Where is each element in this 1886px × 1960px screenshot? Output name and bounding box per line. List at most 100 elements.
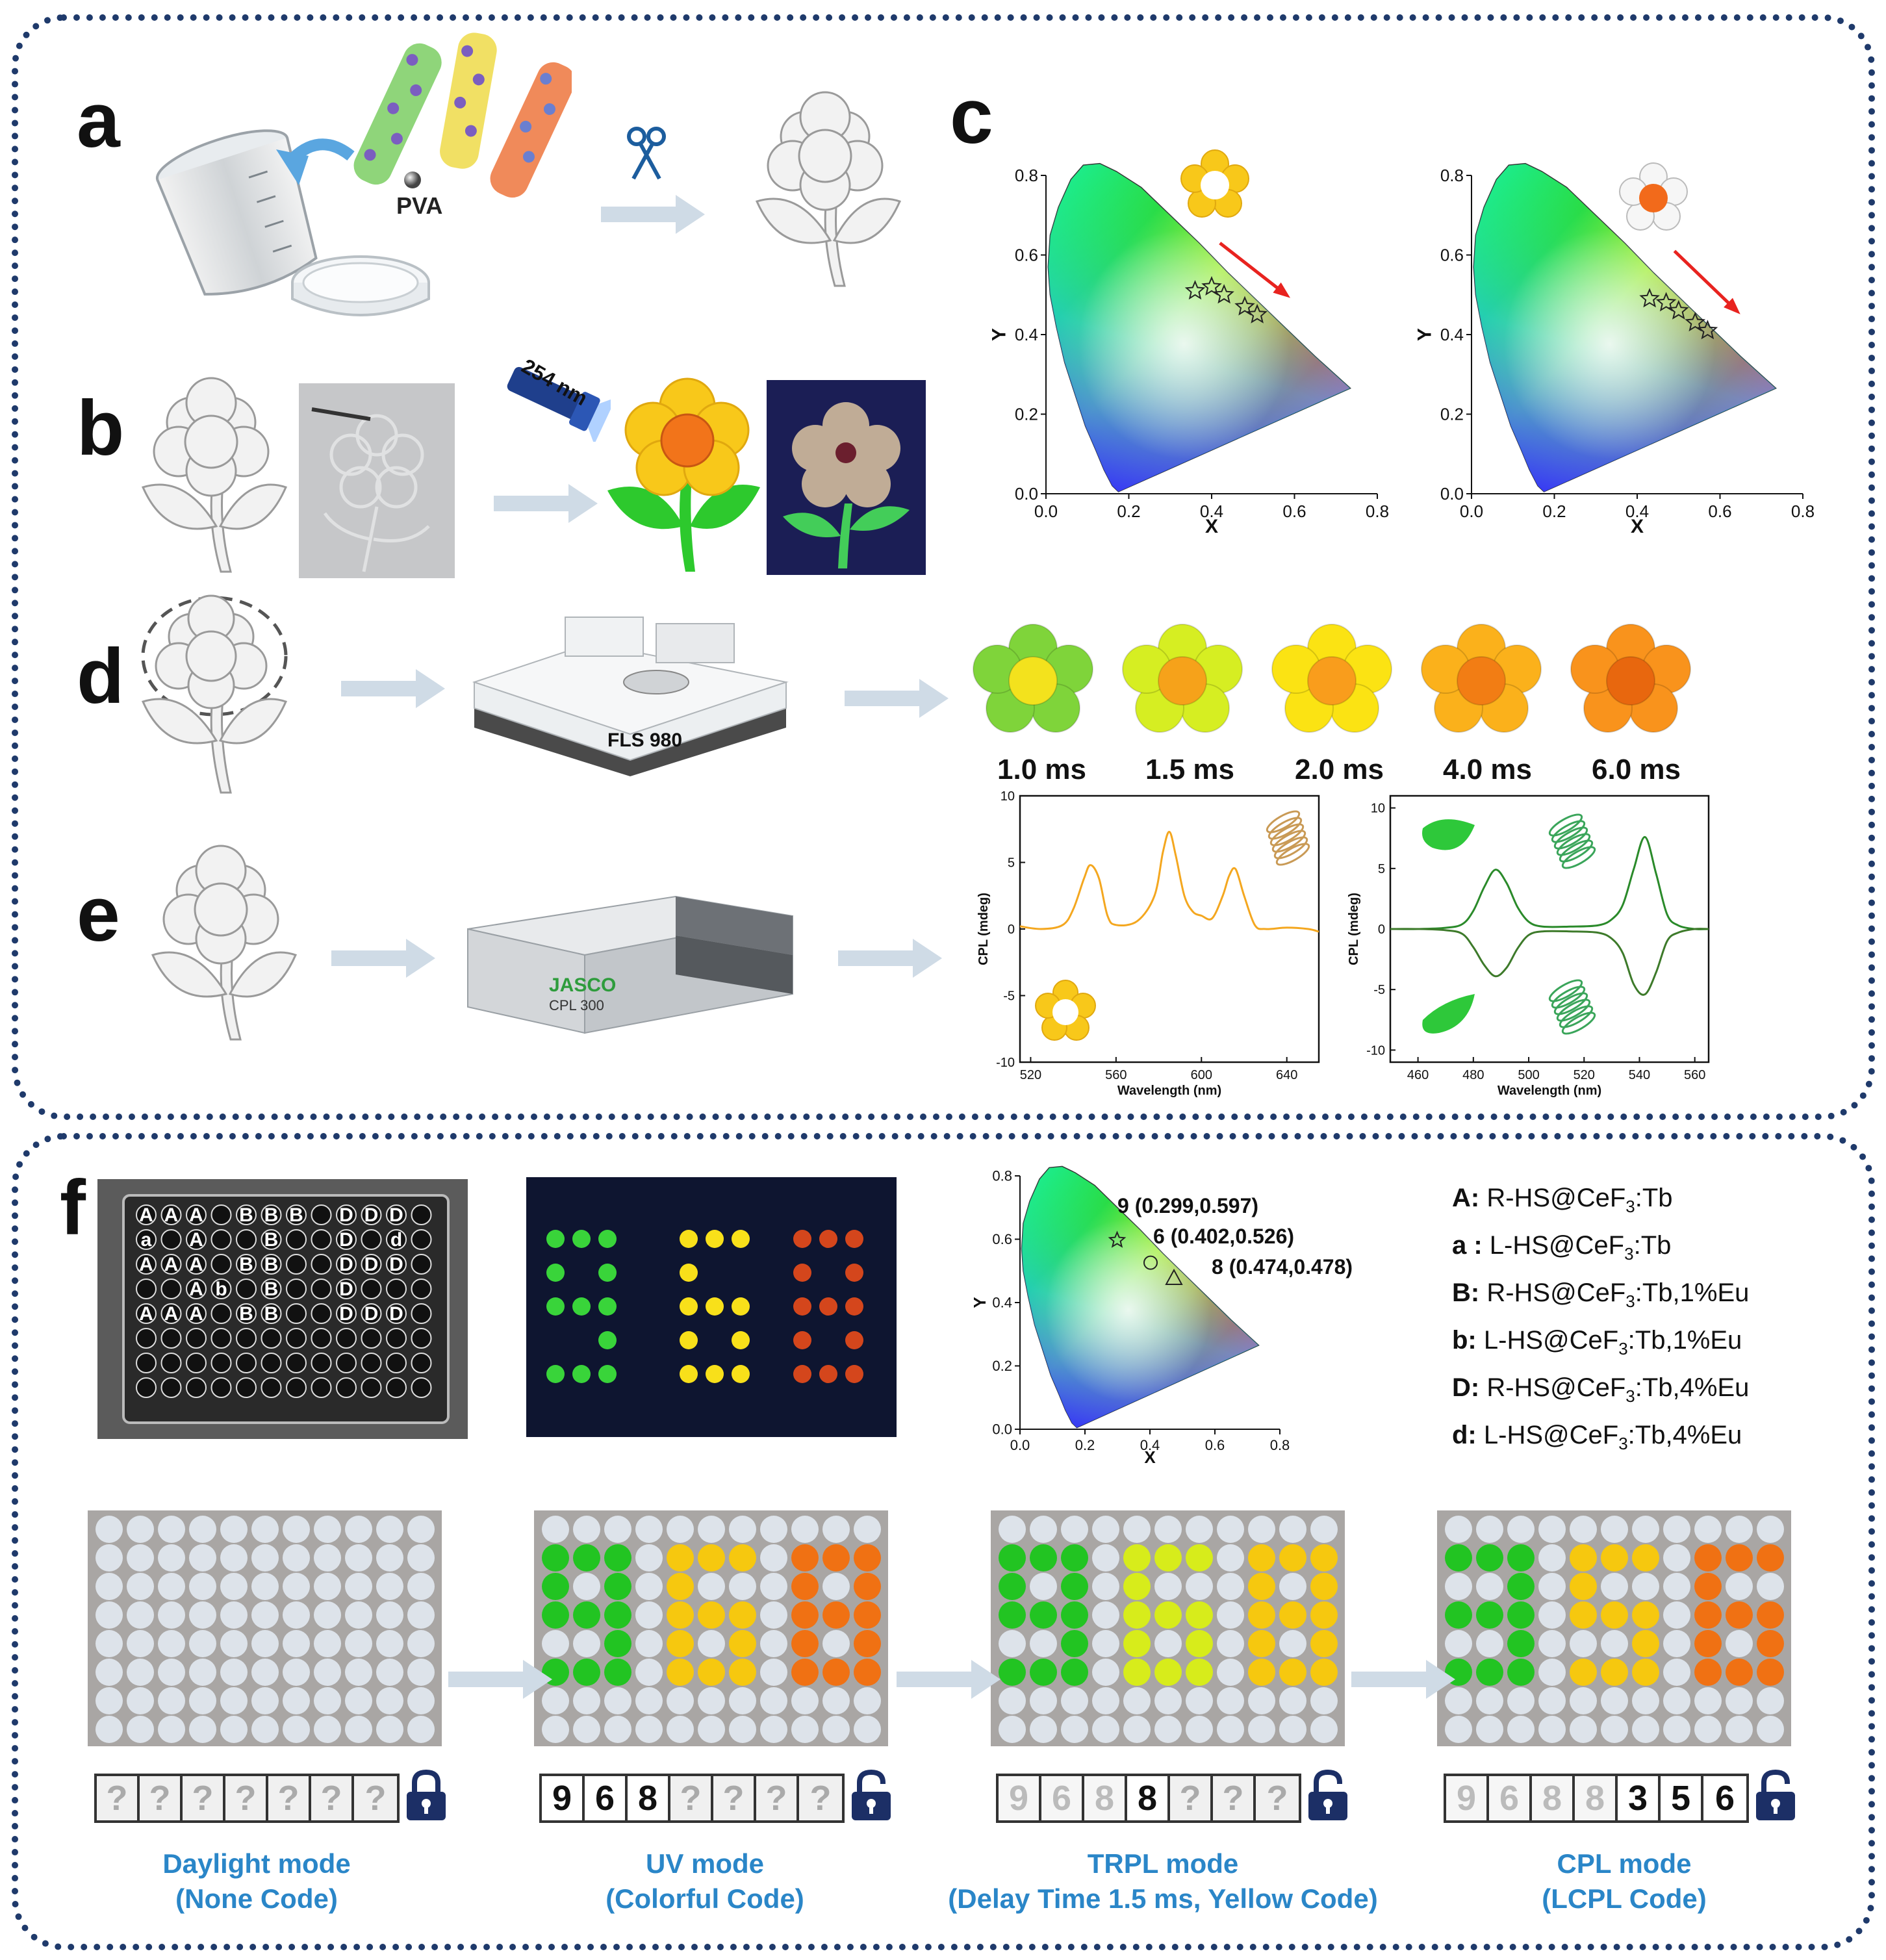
well — [1632, 1601, 1659, 1629]
legend-tail: :Tb,4%Eu — [1635, 1373, 1750, 1402]
well-label: D — [339, 1204, 353, 1226]
legend-subscript: 3 — [1618, 1339, 1628, 1358]
well — [822, 1630, 850, 1657]
y-tick-label: 0.2 — [1440, 405, 1464, 424]
glow-dot-yellow — [732, 1297, 750, 1316]
well-plate-1 — [88, 1510, 442, 1746]
code-digit: 6 — [585, 1776, 628, 1820]
y-tick-label: 0.8 — [992, 1168, 1012, 1184]
delay-label-1: 1.0 ms — [997, 754, 1086, 785]
well — [96, 1516, 123, 1543]
code-digit: 5 — [1661, 1776, 1703, 1820]
well — [822, 1544, 850, 1572]
well-label: B — [289, 1204, 303, 1226]
data-point-star — [1247, 303, 1268, 324]
glow-dot-orange — [845, 1297, 863, 1316]
code-digit: 9 — [1446, 1776, 1489, 1820]
y-tick-label: 0.6 — [992, 1231, 1012, 1247]
panel-label-f: f — [60, 1164, 86, 1251]
well — [667, 1573, 694, 1600]
well — [698, 1716, 725, 1743]
well — [1123, 1573, 1151, 1600]
x-tick-label: 520 — [1574, 1068, 1595, 1082]
well — [345, 1716, 372, 1743]
glow-dot-yellow — [680, 1331, 698, 1349]
jasco-instrument — [467, 895, 793, 1034]
well — [1030, 1716, 1057, 1743]
well — [1445, 1573, 1472, 1600]
well — [573, 1544, 600, 1572]
well — [573, 1716, 600, 1743]
delay-flower-2 — [1122, 624, 1243, 733]
cpl-series-line — [1390, 835, 1709, 930]
well — [1030, 1573, 1057, 1600]
delay-flower-4 — [1421, 624, 1542, 733]
glow-dot-green — [546, 1230, 565, 1248]
well — [1570, 1716, 1597, 1743]
code-digit: ? — [311, 1776, 354, 1820]
legend-tail: :Tb,4%Eu — [1627, 1421, 1742, 1449]
flower-inset-c2 — [1619, 162, 1688, 231]
code-digit: 8 — [1532, 1776, 1575, 1820]
well — [729, 1544, 756, 1572]
glow-dot-green — [572, 1297, 591, 1316]
beaker-illustration — [155, 129, 318, 296]
trend-arrow-head — [1273, 282, 1291, 298]
panel-label-b: b — [77, 385, 125, 472]
well — [1726, 1573, 1753, 1600]
well — [1217, 1716, 1244, 1743]
glow-dot-green — [598, 1297, 617, 1316]
x-tick-label: 520 — [1020, 1068, 1041, 1082]
flower-outline-e — [151, 845, 298, 1041]
well — [542, 1716, 569, 1743]
well — [573, 1516, 600, 1543]
y-tick-label: -5 — [1003, 989, 1015, 1004]
x-axis-label: Wavelength (nm) — [1497, 1084, 1601, 1098]
lock-icon — [407, 1769, 446, 1820]
x-tick-label: 0.6 — [1205, 1437, 1225, 1453]
well — [1186, 1516, 1213, 1543]
well — [791, 1516, 819, 1543]
well — [791, 1630, 819, 1657]
arrow-d-1 — [341, 669, 445, 708]
well — [760, 1687, 787, 1714]
legend-row: B: R-HS@CeF3:Tb,1%Eu — [1452, 1279, 1749, 1312]
glow-dot-orange — [819, 1297, 837, 1316]
well — [1310, 1659, 1338, 1686]
well — [127, 1630, 154, 1657]
y-tick-label: 0 — [1378, 923, 1385, 937]
mode-label-2: UV mode(Colorful Code) — [458, 1846, 952, 1916]
well — [407, 1630, 435, 1657]
code-digit: ? — [799, 1776, 842, 1820]
well — [791, 1687, 819, 1714]
well-label: B — [264, 1254, 279, 1275]
y-axis-label: Y — [970, 1297, 989, 1308]
glow-dot-green — [598, 1365, 617, 1383]
x-tick-label: 0.0 — [1010, 1437, 1030, 1453]
well — [1601, 1516, 1628, 1543]
well — [573, 1630, 600, 1657]
y-tick-label: 5 — [1378, 862, 1385, 876]
cie-chart-f: 0.00.00.20.20.40.40.60.60.80.8XY — [970, 1165, 1290, 1467]
data-point-star — [1201, 275, 1222, 296]
data-point-star — [1214, 284, 1234, 304]
well — [1123, 1516, 1151, 1543]
code-digit: ? — [670, 1776, 713, 1820]
well — [1030, 1687, 1057, 1714]
well — [698, 1516, 725, 1543]
well-label: D — [339, 1229, 353, 1251]
well — [760, 1601, 787, 1629]
legend-subscript: 3 — [1618, 1434, 1628, 1453]
well-label: A — [164, 1303, 179, 1325]
well — [635, 1516, 663, 1543]
code-box-1: ??????? — [94, 1774, 400, 1823]
well — [376, 1573, 403, 1600]
well — [791, 1544, 819, 1572]
well — [1154, 1687, 1182, 1714]
well — [1757, 1516, 1784, 1543]
well — [1476, 1573, 1503, 1600]
legend-row: b: L-HS@CeF3:Tb,1%Eu — [1452, 1326, 1742, 1359]
well — [822, 1716, 850, 1743]
data-point-star — [1184, 279, 1206, 300]
